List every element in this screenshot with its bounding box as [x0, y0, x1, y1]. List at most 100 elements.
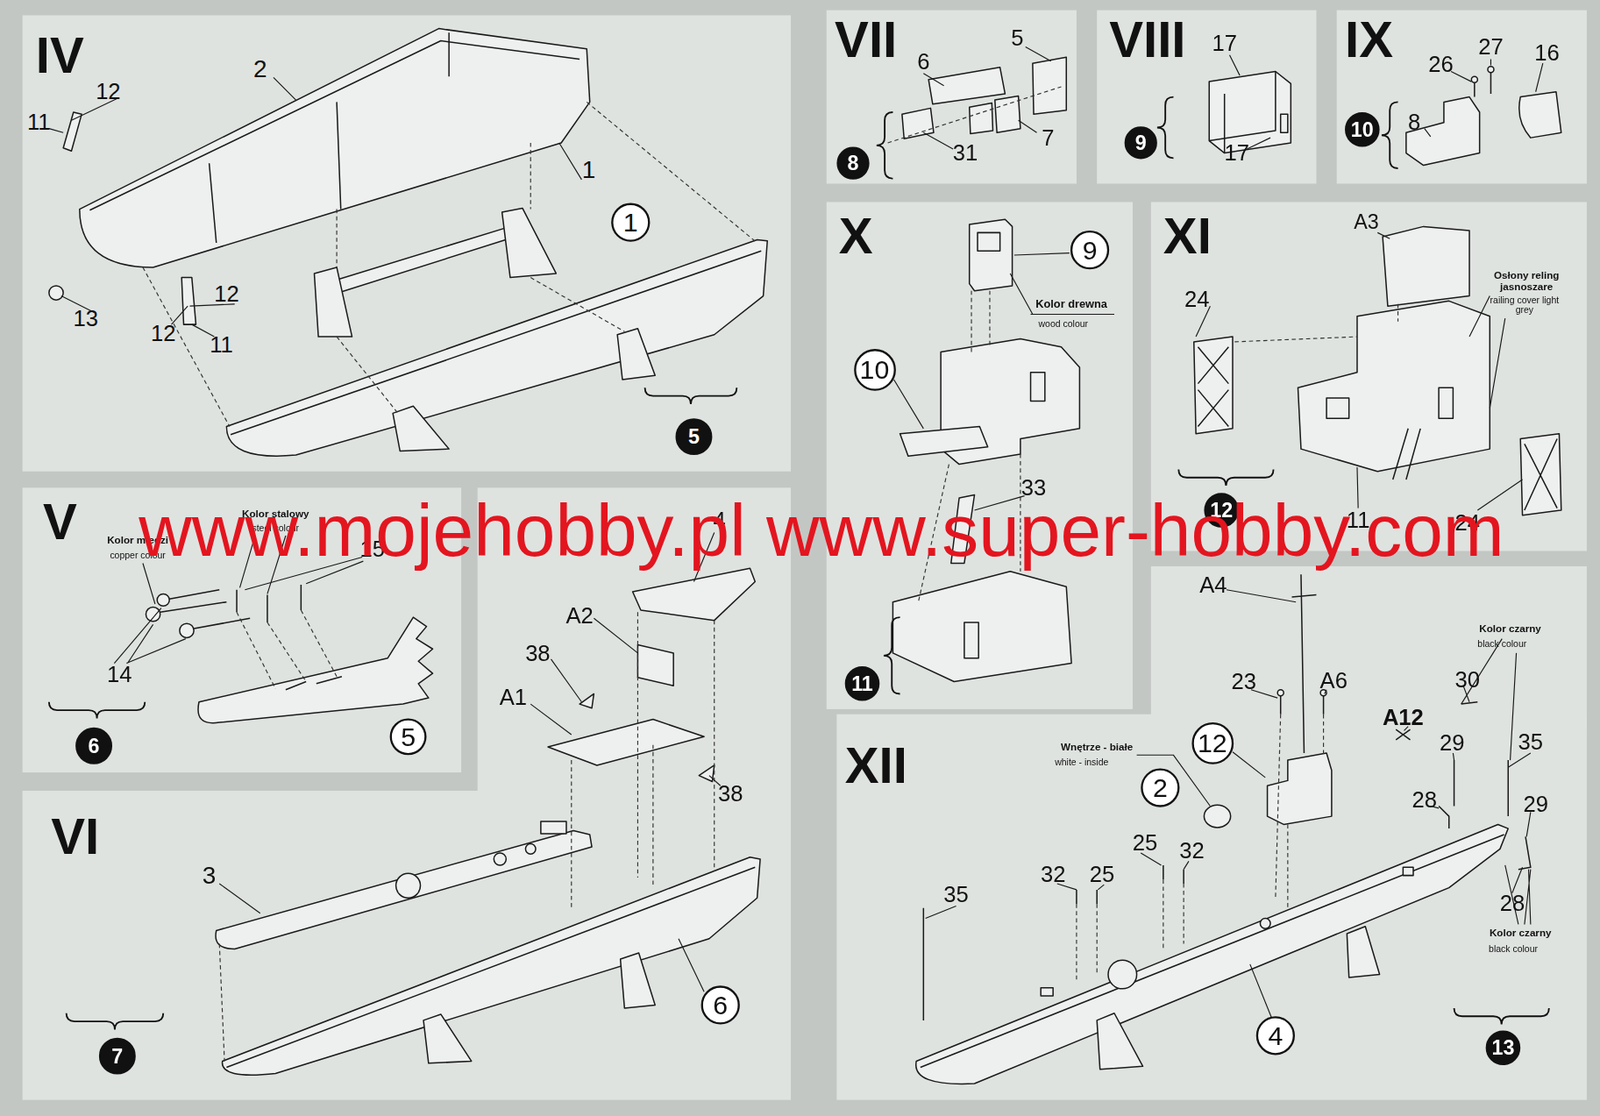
color-note: Kolor czarny: [1489, 928, 1552, 939]
callout-number: 7: [111, 1045, 123, 1067]
part-number: 6: [917, 49, 930, 73]
step-heading: VII: [834, 14, 897, 65]
illustration-line: [1096, 10, 1316, 185]
illustration-line: [1234, 304, 1398, 342]
part-number: 2: [253, 55, 268, 81]
step-panel: VI 6 7: [22, 790, 791, 1101]
illustration-line: [969, 219, 1013, 291]
illustration-line: [392, 405, 449, 451]
step-panel: IV15: [22, 14, 791, 471]
illustration-line: [916, 824, 1508, 1084]
illustration-line: [49, 285, 64, 300]
part-number: 25: [1132, 831, 1158, 855]
illustration-line: [181, 277, 196, 326]
illustration-line: [923, 696, 1531, 1021]
callout-circle: 11: [845, 666, 881, 702]
color-note: Kolor czarny: [1479, 624, 1542, 635]
illustration-line: [1336, 10, 1587, 185]
illustration-line: [1487, 66, 1494, 73]
illustration-line: [66, 1013, 164, 1031]
callout-number: 11: [851, 673, 874, 694]
illustration-line: [179, 623, 194, 638]
illustration-line: [888, 86, 1062, 143]
illustration-line: [1524, 438, 1558, 510]
illustration-line: [1519, 92, 1562, 138]
step-panel: X91011: [826, 201, 1133, 709]
callout-number: 10: [860, 355, 890, 383]
color-note: Osłony reling jasnoszare: [1486, 270, 1568, 292]
callout-circle: 5: [390, 718, 427, 755]
part-number: 28: [1412, 788, 1437, 812]
callout-circle: 4: [1256, 1016, 1295, 1055]
illustration-line: [637, 645, 674, 687]
illustration-line: [826, 10, 1077, 185]
watermark: www.mojehobby.pl www.super-hobby.com: [138, 493, 1504, 568]
callout-number: 9: [1082, 236, 1098, 264]
part-number: A2: [565, 603, 593, 627]
illustration-line: [1280, 113, 1288, 133]
illustration-line: [964, 622, 979, 659]
callout-circle: 6: [701, 985, 740, 1024]
illustration-line: [1297, 300, 1490, 471]
callout-circle: 8: [836, 147, 869, 180]
callout-circle: 10: [853, 348, 896, 391]
step-heading: IV: [35, 29, 85, 81]
part-number: 25: [1089, 862, 1115, 887]
callout-circle: 2: [1140, 768, 1180, 807]
illustration-line: [396, 873, 421, 898]
illustration-line: [1520, 433, 1562, 516]
callout-circle: 13: [1486, 1031, 1522, 1067]
part-number: 3: [202, 862, 217, 889]
illustration-line: [22, 790, 791, 1101]
part-number: 28: [1500, 891, 1525, 916]
illustration-line: [1471, 76, 1478, 83]
part-number: 14: [106, 662, 132, 687]
illustration-line: [920, 834, 1505, 1067]
callout-circle: 10: [1344, 112, 1380, 148]
illustration-line: [1194, 336, 1233, 434]
color-note: railing cover light grey: [1487, 296, 1562, 316]
illustration-line: [617, 328, 655, 380]
illustration-line: [219, 611, 714, 1061]
illustration-line: [902, 107, 934, 139]
ship-parts: [49, 28, 1562, 1085]
illustration-line: [1402, 867, 1414, 875]
part-number: 31: [952, 141, 978, 165]
color-note: Kolor drewna: [1035, 298, 1108, 310]
step-panel: IX10: [1336, 10, 1587, 185]
illustration-line: [892, 571, 1072, 683]
part-number: 38: [525, 640, 550, 665]
part-number: A4: [1199, 572, 1227, 597]
callout-number: 6: [712, 991, 728, 1018]
part-number: 7: [1041, 126, 1054, 150]
color-note: white - inside: [1054, 758, 1109, 768]
part-number: 35: [1518, 730, 1544, 754]
part-number: 5: [1010, 26, 1024, 50]
illustration-line: [826, 201, 1133, 709]
callout-number: 13: [1491, 1038, 1515, 1059]
part-number: 38: [718, 782, 743, 806]
illustration-line: [285, 676, 342, 690]
illustration-line: [1474, 71, 1492, 97]
illustration-line: [236, 610, 337, 690]
step-panel: VII 8: [826, 10, 1077, 185]
callout-number: 8: [847, 153, 860, 174]
step-panel: XII122413: [836, 714, 1586, 1101]
illustration-line: [894, 253, 1115, 511]
illustration-line: [1259, 918, 1271, 930]
part-number: 29: [1439, 731, 1465, 755]
step-heading: VI: [50, 810, 100, 862]
callout-number: 6: [88, 735, 100, 756]
part-number: 30: [1454, 668, 1480, 692]
leader-line: [49, 47, 1544, 1018]
illustration-line: [209, 32, 450, 243]
illustration-line: [1346, 926, 1380, 978]
callout-circle: 1: [611, 203, 650, 242]
part-number: 12: [213, 282, 239, 306]
illustration-line: [1326, 398, 1350, 419]
part-number: 23: [1231, 669, 1257, 694]
part-number: 8: [1408, 110, 1421, 135]
step-heading: V: [42, 496, 78, 548]
color-note: black colour: [1488, 945, 1538, 955]
illustration-line: [923, 47, 1543, 150]
